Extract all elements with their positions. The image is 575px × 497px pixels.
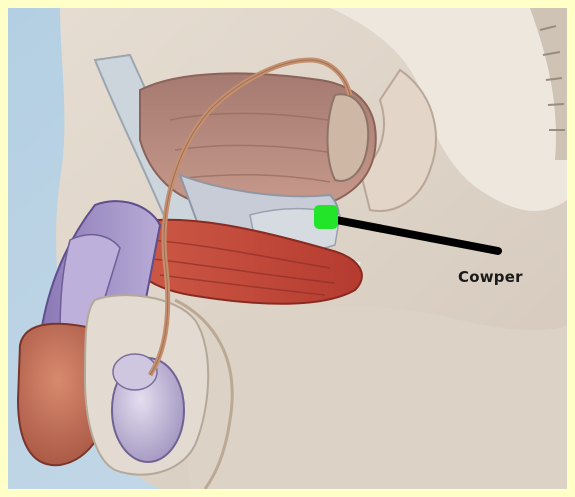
anatomy-illustration <box>8 8 567 489</box>
perineum <box>186 306 567 489</box>
cowper-marker <box>314 205 338 229</box>
label-cowper: Cowper <box>458 268 523 286</box>
